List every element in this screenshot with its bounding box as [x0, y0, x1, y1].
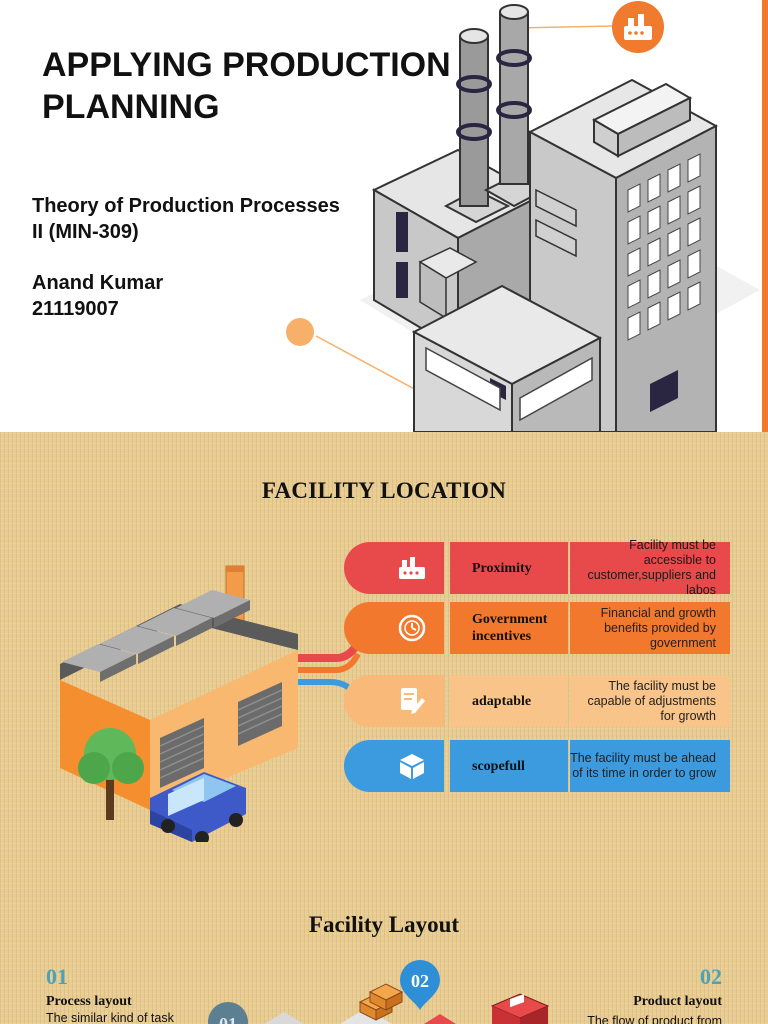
pin-02: 02: [400, 960, 440, 1010]
title-slide: APPLYING PRODUCTION PLANNING Theory of P…: [0, 0, 768, 432]
factor-label: adaptable: [450, 675, 568, 727]
factor-description: Facility must be accessible to customer,…: [570, 538, 730, 597]
subtitle-line-2: II (MIN-309): [32, 221, 139, 243]
factory-badge-icon: [612, 1, 664, 53]
document-edit-icon: [396, 685, 428, 717]
tree-icon: [78, 728, 144, 820]
decor-dot: [286, 318, 314, 346]
box-icon: [396, 750, 428, 782]
facility-layout-slide: Facility Layout 01 Process layout The si…: [0, 864, 768, 1024]
chimney-left: [443, 28, 511, 224]
factor-label: scopefull: [450, 740, 568, 792]
location-factor-scopefull: scopefull The facility must be ahead of …: [344, 740, 730, 792]
factory-illustration: [60, 565, 360, 842]
title-line-1: APPLYING PRODUCTION: [42, 46, 451, 84]
title-line-2: PLANNING: [42, 88, 220, 126]
slide-title: Facility Layout: [308, 912, 460, 937]
process-layout-text: The similar kind of task: [46, 1011, 174, 1024]
process-layout-heading: Process layout: [46, 994, 132, 1009]
isometric-factory-illustration: [286, 1, 760, 432]
location-factor-government-incentives: Government incentives Financial and grow…: [344, 602, 730, 654]
author-block: Anand Kumar 21119007: [32, 270, 163, 322]
factor-description: The facility must be ahead of its time i…: [570, 740, 730, 792]
car-icon: [150, 772, 246, 842]
pin-01-label: 01: [219, 1014, 237, 1024]
facility-location-slide: FACILITY LOCATION: [0, 432, 768, 864]
author-name: Anand Kumar: [32, 272, 164, 294]
subtitle-line-1: Theory of Production Processes: [32, 195, 340, 217]
course-subtitle: Theory of Production Processes II (MIN-3…: [32, 193, 340, 245]
factory-icon: [396, 552, 428, 584]
location-factor-adaptable: adaptable The facility must be capable o…: [344, 675, 730, 727]
pin-02-label: 02: [411, 971, 429, 991]
boxes-stack-icon: [358, 983, 404, 1021]
product-layout-heading: Product layout: [633, 994, 722, 1009]
clock-icon: [396, 612, 428, 644]
presentation-title: APPLYING PRODUCTION PLANNING: [42, 44, 462, 128]
slide-title: FACILITY LOCATION: [261, 478, 507, 503]
layout-illustration: 01 02: [208, 960, 550, 1024]
pin-01: 01: [208, 1002, 248, 1024]
machine-red-icon: [490, 993, 550, 1024]
factor-description: The facility must be capable of adjustme…: [570, 675, 730, 727]
accent-edge-bar: [762, 0, 768, 432]
factor-label: Proximity: [450, 542, 568, 594]
product-layout-text: The flow of product from: [587, 1014, 722, 1024]
factor-description: Financial and growth benefits provided b…: [570, 602, 730, 654]
location-factor-proximity: Proximity Facility must be accessible to…: [344, 538, 730, 597]
factor-label: Government incentives: [450, 602, 568, 654]
author-id: 21119007: [32, 298, 119, 320]
right-number: 02: [700, 964, 722, 989]
left-number: 01: [46, 964, 68, 989]
